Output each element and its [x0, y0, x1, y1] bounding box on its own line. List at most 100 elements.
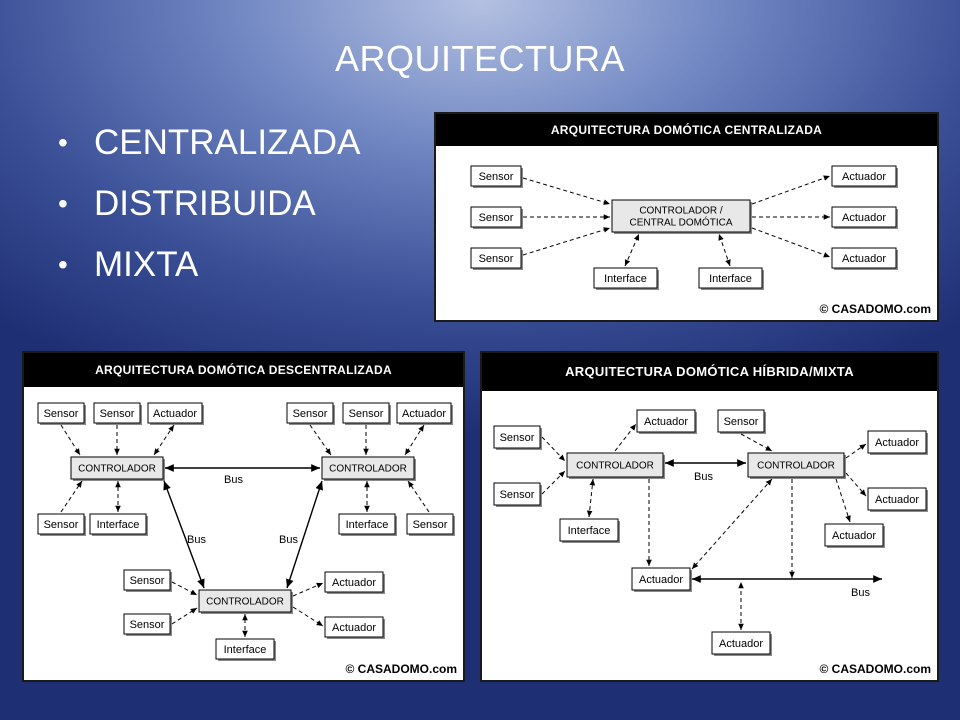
- actuator-box: Actuador: [824, 523, 885, 548]
- interface-box-label: Interface: [709, 273, 752, 285]
- interface-box-label: Interface: [568, 525, 611, 537]
- connector-arrow: [522, 227, 611, 256]
- sensor-box: Sensor: [470, 206, 523, 229]
- actuator-box: Actuador: [631, 567, 692, 592]
- centralized-diagram-title: ARQUITECTURA DOMÓTICA CENTRALIZADA: [436, 114, 937, 146]
- interface-box-label: Interface: [97, 519, 140, 531]
- central-controller-box-label: CONTROLADOR /: [639, 206, 723, 217]
- sensor-box: Sensor: [470, 247, 523, 270]
- connector-arrow: [586, 478, 596, 518]
- controller-box-label: CONTROLADOR: [757, 461, 835, 472]
- connector-arrow: [60, 480, 83, 513]
- actuator-box: Actuador: [324, 616, 385, 639]
- sensor-box-label: Sensor: [130, 619, 165, 631]
- connector-arrow: [404, 424, 425, 456]
- actuator-box: Actuador: [147, 402, 204, 425]
- actuator-box: Actuador: [867, 487, 928, 512]
- interface-box: Interface: [698, 267, 764, 290]
- central-controller-box: CONTROLADOR /CENTRAL DOMÓTICA: [611, 199, 752, 234]
- sensor-box-label: Sensor: [293, 408, 328, 420]
- sensor-box: Sensor: [493, 482, 542, 507]
- actuator-box-label: Actuador: [842, 171, 886, 183]
- decentralized-diagram-title: ARQUITECTURA DOMÓTICA DESCENTRALIZADA: [24, 353, 463, 387]
- actuator-box: Actuador: [324, 571, 385, 594]
- connector-arrow: [718, 233, 731, 267]
- bullet-label: DISTRIBUIDA: [94, 183, 316, 223]
- interface-box: Interface: [215, 638, 276, 661]
- actuator-box-label: Actuador: [719, 638, 763, 650]
- connector-arrow: [171, 607, 198, 625]
- centralized-diagram-graphic: SensorSensorSensorActuadorActuadorActuad…: [470, 165, 898, 290]
- connector-arrow: [541, 470, 566, 495]
- actuator-box: Actuador: [396, 402, 453, 425]
- connector-arrow: [835, 478, 851, 523]
- controller-box: CONTROLADOR: [321, 456, 416, 481]
- bus-line: [163, 480, 205, 589]
- connector-arrow: [153, 424, 175, 456]
- decentralized-diagram: ARQUITECTURA DOMÓTICA DESCENTRALIZADA Se…: [22, 351, 465, 682]
- sensor-box: Sensor: [286, 402, 335, 425]
- hybrid-diagram-title: ARQUITECTURA DOMÓTICA HÍBRIDA/MIXTA: [482, 353, 937, 391]
- bullet-label: MIXTA: [94, 244, 199, 284]
- actuator-box-label: Actuador: [832, 530, 876, 542]
- sensor-box: Sensor: [37, 402, 86, 425]
- connector-arrow: [740, 433, 773, 452]
- bullet-list: •CENTRALIZADA • DISTRIBUIDA • MIXTA: [58, 112, 360, 295]
- sensor-box-label: Sensor: [479, 171, 514, 183]
- bullet-item: • DISTRIBUIDA: [58, 173, 360, 234]
- sensor-box-label: Sensor: [44, 519, 79, 531]
- sensor-box: Sensor: [342, 402, 391, 425]
- connector-arrow: [691, 478, 773, 570]
- connector-arrow: [845, 443, 867, 459]
- sensor-box: Sensor: [123, 569, 172, 592]
- actuator-box-label: Actuador: [639, 574, 683, 586]
- sensor-box: Sensor: [717, 409, 766, 434]
- controller-box-label: CONTROLADOR: [576, 461, 654, 472]
- connector-arrow: [407, 480, 430, 513]
- connector-arrow: [309, 424, 332, 456]
- connector-arrow: [845, 472, 867, 497]
- sensor-box-label: Sensor: [500, 432, 535, 444]
- bus-label: Bus: [224, 474, 243, 486]
- connector-arrow: [624, 233, 640, 267]
- actuator-box: Actuador: [867, 430, 928, 455]
- sensor-box-label: Sensor: [349, 408, 384, 420]
- actuator-box-label: Actuador: [332, 577, 376, 589]
- sensor-box: Sensor: [470, 165, 523, 188]
- sensor-box-label: Sensor: [479, 253, 514, 265]
- slide-title: ARQUITECTURA: [334, 38, 625, 79]
- bus-label: Bus: [279, 534, 298, 546]
- sensor-box-label: Sensor: [100, 408, 135, 420]
- bullet-dot-icon: •: [58, 187, 68, 219]
- interface-box-label: Interface: [346, 519, 389, 531]
- actuator-box-label: Actuador: [875, 494, 919, 506]
- actuator-box: Actuador: [831, 206, 898, 229]
- controller-box-label: CONTROLADOR: [329, 464, 407, 475]
- interface-box-label: Interface: [224, 644, 267, 656]
- sensor-box-label: Sensor: [44, 408, 79, 420]
- bullet-dot-icon: •: [58, 126, 68, 158]
- sensor-box: Sensor: [37, 513, 86, 536]
- connector-arrow: [614, 423, 637, 452]
- bullet-item: •CENTRALIZADA: [58, 112, 360, 173]
- bus-label: Bus: [187, 534, 206, 546]
- controller-box-label: CONTROLADOR: [206, 597, 284, 608]
- decentralized-copyright: © CASADOMO.com: [345, 662, 457, 676]
- actuator-box: Actuador: [636, 409, 697, 434]
- bus-line: [286, 480, 323, 589]
- connector-arrow: [541, 436, 566, 462]
- interface-box: Interface: [559, 518, 620, 543]
- connector-arrow: [522, 177, 611, 205]
- controller-box: CONTROLADOR: [198, 589, 293, 614]
- controller-box: CONTROLADOR: [566, 452, 665, 479]
- bullet-dot-icon: •: [58, 248, 68, 280]
- actuator-box-label: Actuador: [644, 416, 688, 428]
- central-controller-box-label: CENTRAL DOMÓTICA: [630, 216, 733, 229]
- interface-box: Interface: [593, 267, 659, 290]
- connector-arrow: [60, 424, 81, 456]
- controller-box: CONTROLADOR: [70, 456, 165, 481]
- actuator-box-label: Actuador: [842, 253, 886, 265]
- sensor-box: Sensor: [93, 402, 142, 425]
- sensor-box-label: Sensor: [413, 519, 448, 531]
